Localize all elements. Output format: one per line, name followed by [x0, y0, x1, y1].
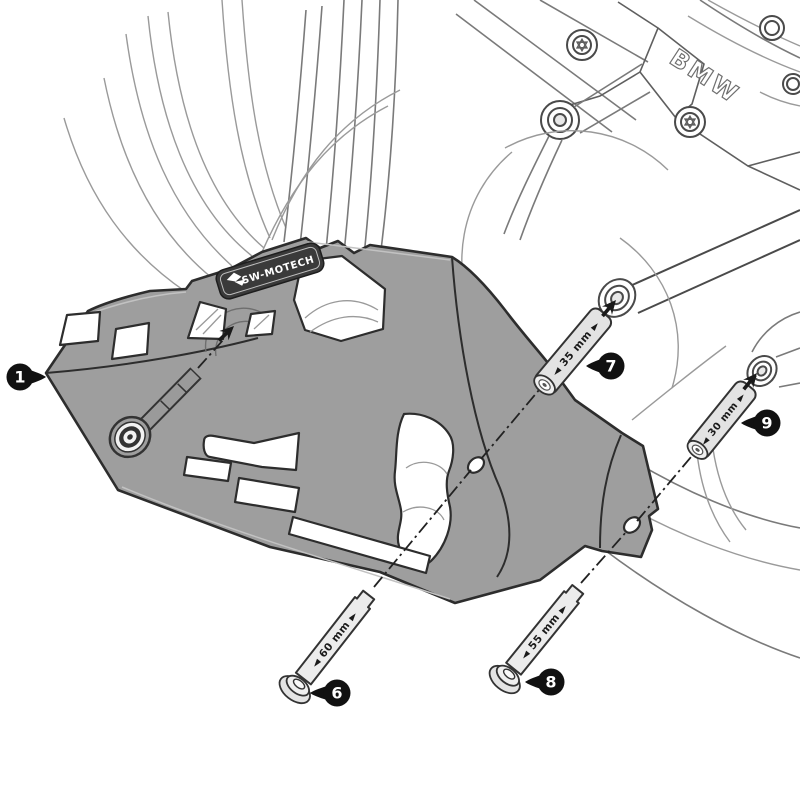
through-cutout-lines — [195, 300, 448, 521]
fork-tubes-icon — [261, 0, 401, 259]
plate-cutouts — [58, 254, 642, 575]
bolt-6-dimension-label: ◄ 60 mm ► — [309, 609, 361, 670]
sw-motech-badge: SW-MOTECH — [215, 242, 325, 300]
arrow-icon — [742, 373, 757, 391]
callout-7-number: 7 — [605, 357, 616, 376]
assembly-arrows — [217, 300, 757, 391]
callout-1-number: 1 — [14, 368, 25, 387]
callout-6-number: 6 — [331, 684, 342, 703]
washer-icon — [108, 415, 152, 459]
arrow-icon — [601, 300, 616, 318]
engine-guard-plate: SW-MOTECH — [44, 236, 660, 605]
arrow-icon — [217, 326, 234, 342]
callout-1: 1 — [6, 363, 46, 391]
sw-motech-logo-icon — [226, 272, 246, 286]
callout-6: 6 — [310, 679, 351, 707]
frame-tubes-icon — [455, 0, 800, 133]
torx-screw-icon — [566, 29, 598, 61]
bmw-logo-text: BMW — [665, 44, 745, 110]
torx-screw-icon — [782, 73, 800, 95]
spacer-9: ◄ 30 mm ► — [686, 380, 757, 460]
telelever-arm — [503, 63, 800, 388]
preinstalled-bolt — [108, 367, 202, 459]
callout-7: 7 — [586, 352, 625, 380]
cables-icon — [63, 0, 287, 293]
torx-screw-icon — [674, 106, 706, 138]
callout-9-number: 9 — [761, 414, 772, 433]
callout-8-number: 8 — [545, 673, 556, 692]
callout-9: 9 — [741, 409, 781, 437]
torx-screw-icon — [759, 15, 785, 41]
engine-valve-cover: BMW — [559, 0, 800, 191]
pivot-boss-upper — [540, 100, 580, 140]
spacer-7: ◄ 35 mm ► — [533, 307, 613, 396]
bolt-8-dimension-label: ◄ 55 mm ► — [518, 601, 570, 662]
callout-8: 8 — [525, 668, 565, 696]
